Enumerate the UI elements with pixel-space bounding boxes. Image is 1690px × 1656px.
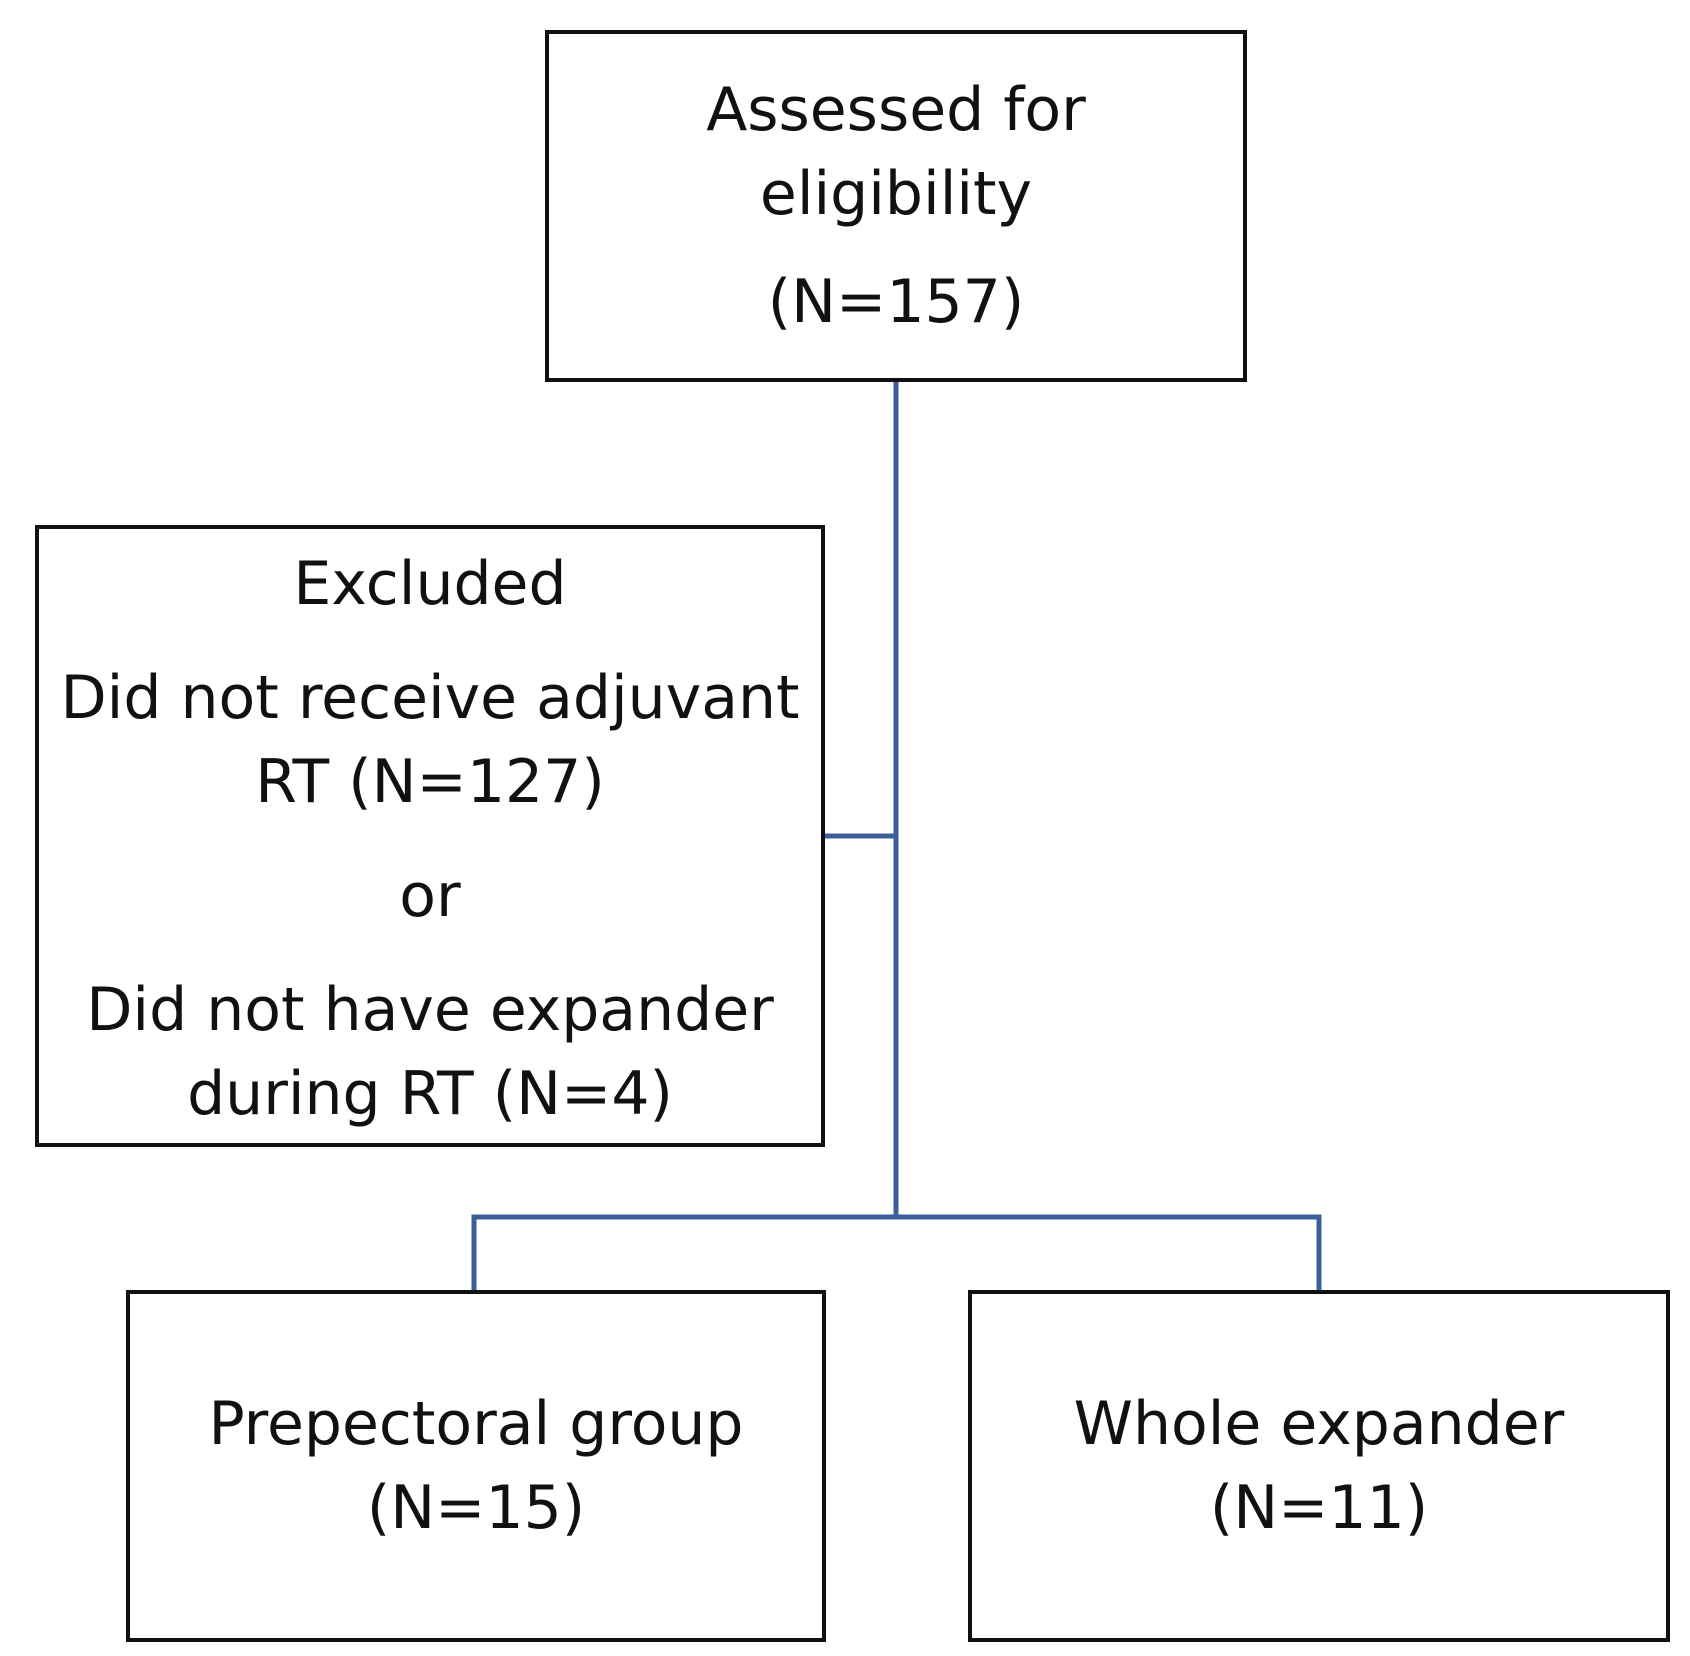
prepectoral-label: Prepectoral group [208, 1389, 744, 1459]
excluded-reason-1-line-2: RT (N=127) [255, 747, 605, 817]
assessed-line-2: eligibility [759, 159, 1033, 229]
excluded-title: Excluded [293, 549, 567, 619]
excluded-reason-2-line-1: Did not have expander [86, 975, 774, 1045]
excluded-reason-1-line-1: Did not receive adjuvant [60, 663, 800, 733]
excluded-reason-2-line-2: during RT (N=4) [187, 1059, 673, 1129]
prepectoral-group-box: Prepectoral group (N=15) [126, 1290, 826, 1642]
assessed-for-eligibility-box: Assessed for eligibility (N=157) [545, 30, 1247, 382]
whole-expander-box: Whole expander (N=11) [968, 1290, 1670, 1642]
whole-expander-count: (N=11) [1209, 1473, 1429, 1543]
whole-expander-label: Whole expander [1073, 1389, 1565, 1459]
excluded-or-connector: or [399, 861, 461, 931]
excluded-box: Excluded Did not receive adjuvant RT (N=… [35, 525, 825, 1147]
assessed-line-1: Assessed for [706, 75, 1086, 145]
assessed-count: (N=157) [767, 267, 1025, 337]
prepectoral-count: (N=15) [366, 1473, 586, 1543]
